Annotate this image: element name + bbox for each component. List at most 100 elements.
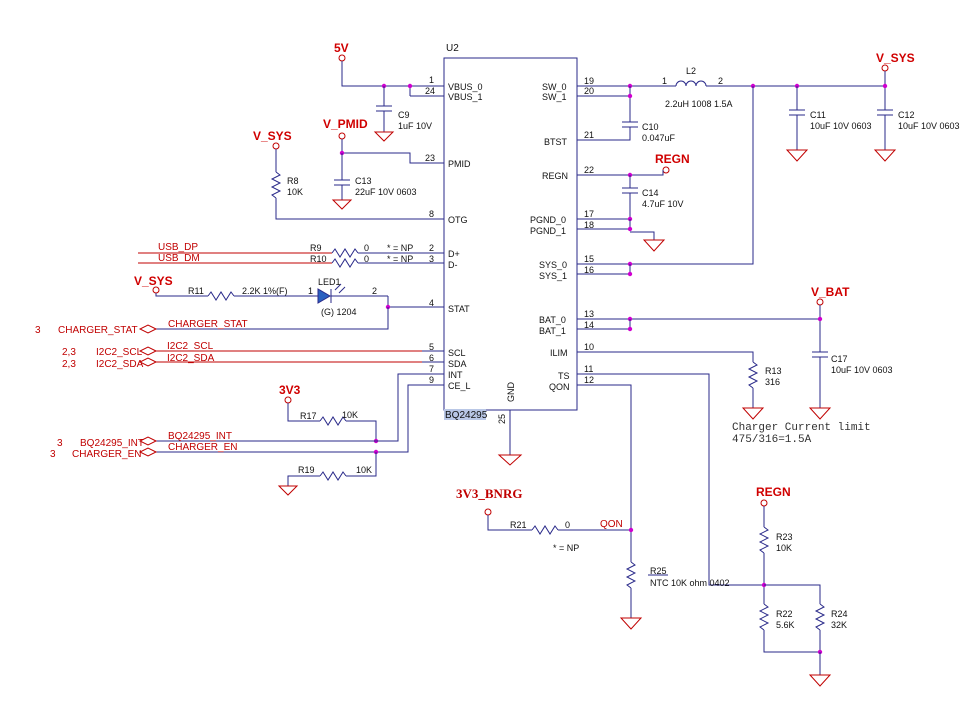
power-vsys-left: V_SYS [253, 129, 292, 143]
svg-text:R25: R25 [650, 566, 667, 576]
svg-text:C12: C12 [898, 110, 915, 120]
power-vpmid: V_PMID [323, 117, 368, 131]
svg-text:14: 14 [584, 320, 594, 330]
svg-text:NTC 10K ohm 0402: NTC 10K ohm 0402 [650, 578, 730, 588]
svg-text:BQ24295_INT: BQ24295_INT [80, 438, 144, 449]
svg-text:17: 17 [584, 209, 594, 219]
ic-ref: U2 [446, 43, 459, 54]
svg-text:R17: R17 [300, 411, 317, 421]
svg-text:R24: R24 [831, 609, 848, 619]
svg-text:13: 13 [584, 309, 594, 319]
svg-text:ILIM: ILIM [550, 348, 568, 358]
svg-text:4: 4 [429, 298, 434, 308]
svg-text:L2: L2 [686, 66, 696, 76]
power-regn-top: REGN [655, 152, 690, 166]
svg-text:20: 20 [584, 86, 594, 96]
svg-text:I2C2_SCL: I2C2_SCL [96, 347, 143, 358]
ic-part: BQ24295 [445, 410, 488, 421]
svg-text:R10: R10 [310, 254, 327, 264]
svg-text:19: 19 [584, 76, 594, 86]
svg-text:8: 8 [429, 209, 434, 219]
svg-text:REGN: REGN [542, 171, 568, 181]
svg-text:BQ24295_INT: BQ24295_INT [168, 431, 232, 442]
svg-text:3: 3 [429, 254, 434, 264]
power-regn-bottom: REGN [756, 485, 791, 499]
svg-text:2: 2 [429, 243, 434, 253]
svg-text:10: 10 [584, 342, 594, 352]
svg-text:USB_DP: USB_DP [158, 242, 198, 253]
qon-section: 3V3_BNRG R21 0 * = NP QON R25 NTC 10K oh… [456, 384, 730, 630]
svg-text:3: 3 [57, 438, 63, 449]
right-pin-stubs [577, 85, 606, 386]
ilim-section: R13 316 Charger Current limit 475/316=1.… [606, 351, 871, 446]
left-pin-stubs [422, 85, 444, 386]
svg-text:21: 21 [584, 130, 594, 140]
svg-text:CHARGER_EN: CHARGER_EN [72, 449, 141, 460]
svg-text:9: 9 [429, 375, 434, 385]
svg-text:VBUS_1: VBUS_1 [448, 92, 483, 102]
svg-text:R8: R8 [287, 176, 299, 186]
svg-text:475/316=1.5A: 475/316=1.5A [732, 434, 812, 446]
power-vbat: V_BAT [811, 285, 850, 299]
svg-text:5: 5 [429, 342, 434, 352]
svg-text:15: 15 [584, 254, 594, 264]
svg-text:4.7uF 10V: 4.7uF 10V [642, 199, 684, 209]
svg-text:I2C2_SDA: I2C2_SDA [167, 353, 215, 364]
svg-text:R22: R22 [776, 609, 793, 619]
svg-text:(G) 1204: (G) 1204 [321, 307, 357, 317]
svg-text:12: 12 [584, 375, 594, 385]
svg-text:24: 24 [425, 86, 435, 96]
svg-text:10K: 10K [356, 465, 372, 475]
svg-text:0: 0 [565, 520, 570, 530]
ic-part-highlight [444, 409, 486, 420]
svg-text:BTST: BTST [544, 137, 568, 147]
svg-text:1: 1 [662, 76, 667, 86]
power-vsys-led: V_SYS [134, 274, 173, 288]
svg-text:2.2K 1%(F): 2.2K 1%(F) [242, 286, 288, 296]
svg-text:CHARGER_EN: CHARGER_EN [168, 442, 237, 453]
svg-text:1: 1 [429, 75, 434, 85]
svg-text:C9: C9 [398, 110, 410, 120]
svg-text:2,3: 2,3 [62, 347, 76, 358]
pmid-section: V_PMID C13 22uF 10V 0603 [323, 117, 422, 210]
svg-text:PGND_1: PGND_1 [530, 226, 566, 236]
svg-text:23: 23 [425, 153, 435, 163]
svg-text:INT: INT [448, 370, 463, 380]
svg-text:BAT_1: BAT_1 [539, 326, 566, 336]
svg-text:SYS_1: SYS_1 [539, 271, 567, 281]
ts-section: REGN R23 10K R22 5.6K R24 32K [606, 373, 848, 687]
svg-text:6: 6 [429, 353, 434, 363]
svg-text:I2C2_SDA: I2C2_SDA [96, 359, 144, 370]
svg-text:22: 22 [584, 165, 594, 175]
svg-text:10uF 10V 0603: 10uF 10V 0603 [810, 121, 872, 131]
svg-text:* = NP: * = NP [553, 543, 579, 553]
svg-text:0: 0 [364, 243, 369, 253]
svg-text:C11: C11 [810, 110, 826, 120]
svg-text:STAT: STAT [448, 304, 470, 314]
svg-text:1uF 10V: 1uF 10V [398, 121, 432, 131]
svg-text:3: 3 [50, 449, 56, 460]
svg-text:32K: 32K [831, 620, 847, 630]
svg-text:TS: TS [558, 371, 570, 381]
svg-text:* = NP: * = NP [387, 243, 413, 253]
svg-text:10uF 10V 0603: 10uF 10V 0603 [831, 365, 893, 375]
power-vsys-right: V_SYS [876, 51, 915, 65]
svg-text:R19: R19 [298, 465, 315, 475]
otg-section: V_SYS R8 10K [253, 129, 422, 220]
svg-text:D-: D- [448, 260, 458, 270]
left-pin-labels: VBUS_0 1 VBUS_1 24 PMID 23 OTG 8 D+ 2 D-… [425, 75, 483, 391]
svg-text:1: 1 [308, 286, 313, 296]
svg-text:CHARGER_STAT: CHARGER_STAT [58, 325, 138, 336]
svg-text:C10: C10 [642, 122, 659, 132]
svg-text:5.6K: 5.6K [776, 620, 795, 630]
svg-text:CHARGER_STAT: CHARGER_STAT [168, 319, 248, 330]
int-ce-section: 3V3 R17 10K BQ24295_INT BQ24295_INT 3 CH… [50, 373, 422, 496]
svg-text:SCL: SCL [448, 348, 466, 358]
power-3v3: 3V3 [279, 383, 301, 397]
power-5v: 5V [334, 41, 349, 55]
svg-text:SYS_0: SYS_0 [539, 260, 567, 270]
svg-text:2,3: 2,3 [62, 359, 76, 370]
power-3v3-bnrg: 3V3_BNRG [456, 486, 522, 501]
svg-text:R11: R11 [188, 286, 204, 296]
